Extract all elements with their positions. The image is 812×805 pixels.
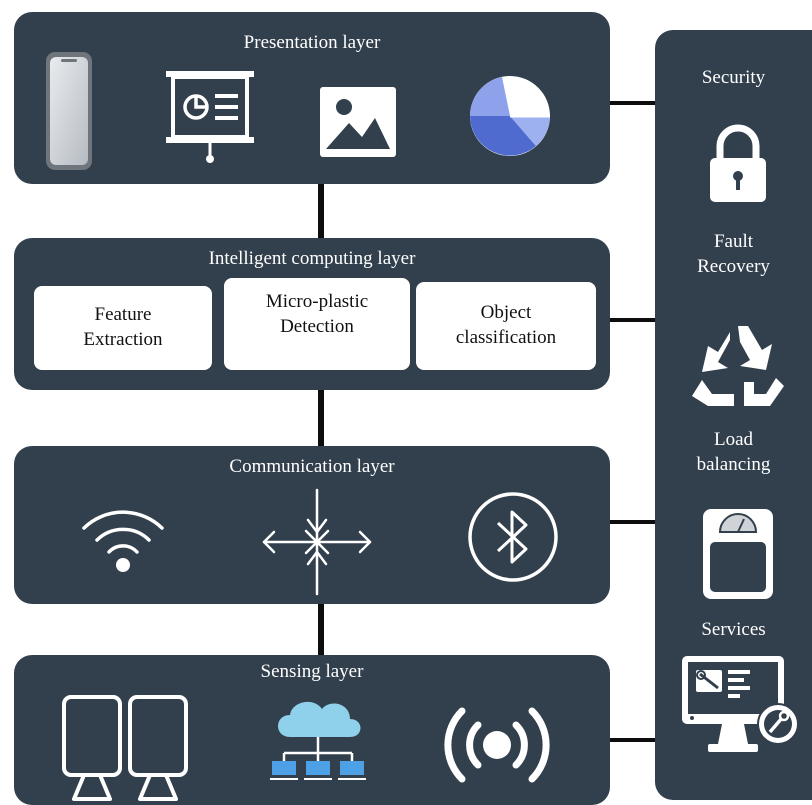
image-icon [320,87,396,157]
services-label: Services [701,619,766,640]
presentation-layer-panel: Presentation layer [14,12,610,184]
padlock-icon [710,124,766,202]
service-monitor-icon [682,656,799,752]
smartphone-icon [46,52,92,170]
fault-recovery-label: Fault Recovery [697,231,770,277]
communication-layer-title: Communication layer [229,456,395,477]
sensing-layer-title: Sensing layer [260,661,364,682]
object-classification-label: Object classification [455,302,557,348]
computer-monitors-icon [62,695,188,801]
micro-plastic-detection-label: Micro-plastic Detection [265,291,369,337]
broadcast-icon [444,707,550,783]
presentation-layer-title: Presentation layer [243,32,381,53]
wifi-icon [82,510,164,572]
load-balancing-label: Load balancing [696,429,771,475]
recycle-icon [692,326,784,406]
security-label: Security [701,67,766,88]
feature-extraction-module: Feature Extraction [34,286,212,370]
connector-communication-sensing [318,600,324,658]
connector-sensing-side [608,738,658,742]
intelligent-computing-layer-title: Intelligent computing layer [208,248,416,269]
feature-extraction-label: Feature Extraction [83,304,163,350]
intelligent-computing-layer-panel: Intelligent computing layer Feature Extr… [14,238,610,390]
sensing-layer-panel: Sensing layer [14,655,610,805]
communication-layer-panel: Communication layer [14,446,610,604]
network-arrows-icon [262,488,372,596]
connector-presentation-side [608,101,658,105]
presentation-board-icon [166,71,254,163]
micro-plastic-detection-module: Micro-plastic Detection [224,278,410,370]
pie-chart-icon [470,76,550,156]
weighing-scale-icon [703,509,773,599]
connector-intelligent-communication [318,388,324,450]
connector-presentation-intelligent [318,180,324,242]
cloud-network-icon [270,701,366,780]
bluetooth-icon [468,492,558,582]
connector-intelligent-side [608,318,658,322]
object-classification-module: Object classification [416,282,596,370]
connector-communication-side [608,520,658,524]
